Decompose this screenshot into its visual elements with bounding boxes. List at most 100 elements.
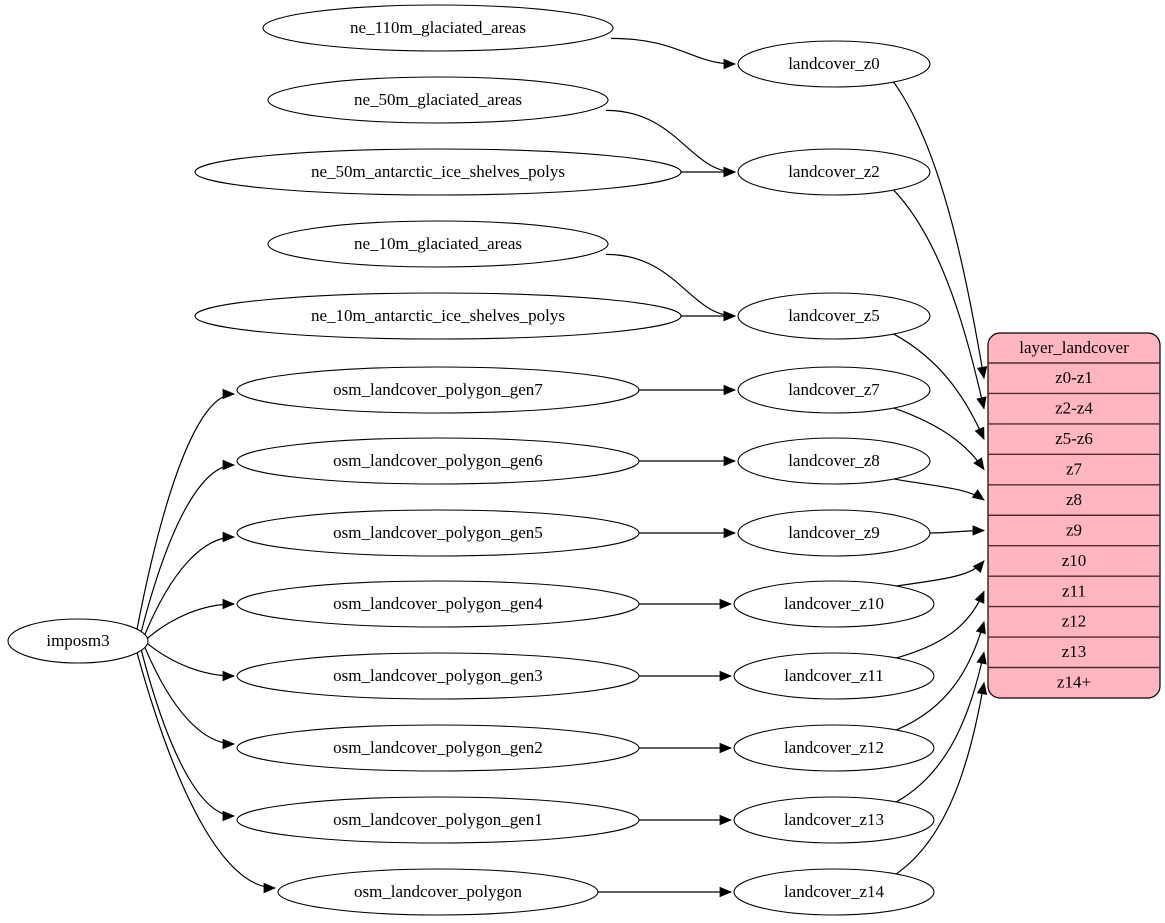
node-shape [194,148,682,196]
table-row-z10[interactable]: z10 [1062,551,1087,570]
node-landcover_z13[interactable]: landcover_z13 [733,796,935,844]
edge-arrowhead [222,531,236,543]
edge-arrowhead [222,810,236,822]
edge-imposm3-to-osm_landcover_polygon [136,651,276,889]
node-shape [733,652,935,700]
node-ne_10m_glaciated_areas[interactable]: ne_10m_glaciated_areas [267,220,609,268]
table-row-z14+[interactable]: z14+ [1057,673,1091,692]
edge-ne_10m_glaciated_areas-to-landcover_z5 [605,253,736,317]
node-shape [236,437,640,485]
node-shape [733,580,935,628]
edge-landcover_z14-to-table-row-10 [895,682,985,875]
edge-arrowhead [976,681,988,695]
node-landcover_z12[interactable]: landcover_z12 [733,724,935,772]
node-landcover_z11[interactable]: landcover_z11 [733,652,935,700]
node-ne_110m_glaciated_areas[interactable]: ne_110m_glaciated_areas [262,4,614,52]
node-osm_landcover_polygon_gen5[interactable]: osm_landcover_polygon_gen5 [236,509,640,557]
node-label: osm_landcover_polygon_gen6 [333,451,543,470]
node-landcover_z0[interactable]: landcover_z0 [737,40,931,88]
node-landcover_z7[interactable]: landcover_z7 [737,366,931,414]
edge-arrowhead [222,459,236,471]
node-shape [737,366,931,414]
edge-landcover_z12-to-table-row-8 [895,621,985,731]
node-landcover_z2[interactable]: landcover_z2 [737,148,931,196]
edge-ne_110m_glaciated_areas-to-landcover_z0 [610,37,736,65]
edge-arrowhead [719,670,733,682]
edge-imposm3-to-osm_landcover_polygon_gen4 [145,603,235,640]
table-row-z5-z6[interactable]: z5-z6 [1055,429,1093,448]
node-landcover_z8[interactable]: landcover_z8 [737,437,931,485]
node-landcover_z10[interactable]: landcover_z10 [733,580,935,628]
table-row-z12[interactable]: z12 [1062,612,1087,631]
node-ne_50m_antarctic_ice_shelves_polys[interactable]: ne_50m_antarctic_ice_shelves_polys [194,148,682,196]
node-label: ne_10m_glaciated_areas [354,234,522,253]
edge-arrowhead [975,620,986,635]
edge-arrowhead [719,814,733,826]
node-osm_landcover_polygon_gen6[interactable]: osm_landcover_polygon_gen6 [236,437,640,485]
edge-ne_50m_glaciated_areas-to-landcover_z2 [605,109,736,173]
node-shape [733,868,935,916]
node-osm_landcover_polygon_gen7[interactable]: osm_landcover_polygon_gen7 [236,366,640,414]
table-row-z0-z1[interactable]: z0-z1 [1055,368,1093,387]
edge-landcover_z0-to-table-row-0 [893,81,985,379]
edge-arrowhead [723,166,737,178]
edge-arrowhead [719,886,733,898]
node-landcover_z5[interactable]: landcover_z5 [737,292,931,340]
table-row-z11[interactable]: z11 [1062,581,1086,600]
node-label: landcover_z10 [784,594,884,613]
node-shape [737,40,931,88]
node-osm_landcover_polygon_gen3[interactable]: osm_landcover_polygon_gen3 [236,652,640,700]
node-shape [733,724,935,772]
edge-arrowhead [974,426,985,441]
node-shape [267,76,609,124]
edge-arrowhead [976,396,987,410]
edge-arrowhead [222,738,236,750]
edge-arrowhead [222,670,236,682]
edge-arrowhead [976,651,987,665]
node-label: ne_10m_antarctic_ice_shelves_polys [311,306,565,325]
table-row-z7[interactable]: z7 [1066,459,1083,478]
node-label: osm_landcover_polygon_gen3 [333,666,543,685]
edge-arrowhead [723,310,737,322]
node-osm_landcover_polygon_gen1[interactable]: osm_landcover_polygon_gen1 [236,796,640,844]
table-row-z13[interactable]: z13 [1062,642,1087,661]
edge-arrowhead [723,58,737,70]
edge-arrowhead [723,455,737,467]
edge-landcover_z2-to-table-row-1 [893,189,985,409]
edge-arrowhead [723,527,737,539]
edge-landcover_z5-to-table-row-2 [893,333,985,440]
edge-arrowhead [222,388,236,400]
edge-arrowhead [222,598,236,610]
node-label: ne_110m_glaciated_areas [350,18,526,37]
table-row-z9[interactable]: z9 [1066,520,1082,539]
node-landcover_z14[interactable]: landcover_z14 [733,868,935,916]
edge-arrowhead [723,384,737,396]
node-label: landcover_z5 [788,306,880,325]
layer-landcover-table: layer_landcoverz0-z1z2-z4z5-z6z7z8z9z10z… [987,332,1161,699]
node-landcover_z9[interactable]: landcover_z9 [737,509,931,557]
table-row-z8[interactable]: z8 [1066,490,1082,509]
edge-imposm3-to-osm_landcover_polygon_gen7 [136,393,235,631]
node-label: ne_50m_glaciated_areas [354,90,522,109]
node-label: landcover_z13 [784,810,884,829]
edge-arrowhead [972,525,986,536]
node-osm_landcover_polygon_gen4[interactable]: osm_landcover_polygon_gen4 [236,580,640,628]
node-imposm3[interactable]: imposm3 [7,618,149,664]
edge-imposm3-to-osm_landcover_polygon_gen5 [143,536,235,636]
node-label: osm_landcover_polygon [354,882,523,901]
node-ne_50m_glaciated_areas[interactable]: ne_50m_glaciated_areas [267,76,609,124]
node-ne_10m_antarctic_ice_shelves_polys[interactable]: ne_10m_antarctic_ice_shelves_polys [194,292,682,340]
node-osm_landcover_polygon_gen2[interactable]: osm_landcover_polygon_gen2 [236,724,640,772]
edge-imposm3-to-osm_landcover_polygon_gen2 [143,646,235,745]
node-label: landcover_z2 [788,162,880,181]
node-label: osm_landcover_polygon_gen5 [333,523,543,542]
node-osm_landcover_polygon[interactable]: osm_landcover_polygon [277,868,599,916]
edge-layer [136,37,988,898]
node-shape [236,366,640,414]
node-label: landcover_z8 [788,451,880,470]
edge-imposm3-to-osm_landcover_polygon_gen1 [140,649,235,817]
table-row-z2-z4[interactable]: z2-z4 [1055,399,1093,418]
edge-arrowhead [973,457,985,471]
node-label: imposm3 [46,631,109,650]
